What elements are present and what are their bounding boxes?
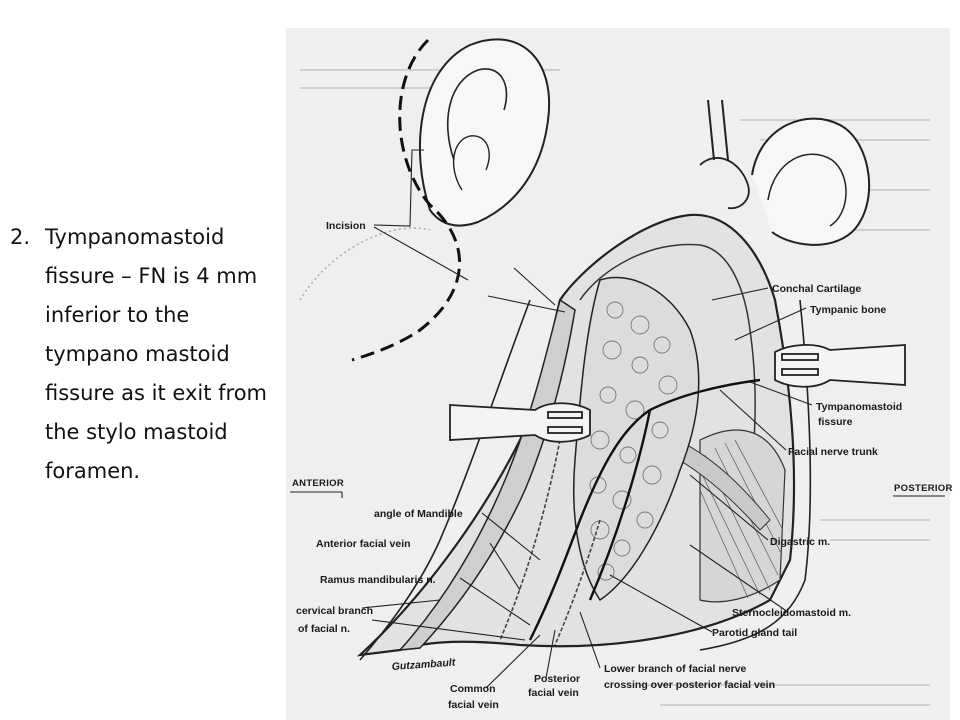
label-tympanic-bone: Tympanic bone (810, 304, 886, 316)
label-common: Common (450, 683, 496, 695)
label-incision: Incision (326, 220, 366, 232)
label-sternocleidomastoid: Sternocleidomastoid m. (732, 607, 851, 619)
label-cervical-branch: cervical branch (296, 605, 373, 617)
label-facial-nerve-trunk: Facial nerve trunk (788, 446, 878, 458)
ear-illustration (418, 38, 551, 227)
label-posterior: POSTERIOR (894, 483, 953, 494)
label-anterior: ANTERIOR (292, 478, 344, 489)
label-lower-branch-1: Lower branch of facial nerve (604, 663, 747, 675)
caption-text: Tympanomastoid fissure – FN is 4 mm infe… (45, 225, 268, 483)
label-conchal-cartilage: Conchal Cartilage (772, 283, 861, 295)
retractor-left[interactable] (449, 402, 591, 443)
artist-signature: Gutzambault (391, 657, 456, 673)
label-facial-vein: facial vein (448, 699, 499, 711)
leader-lines (290, 149, 945, 689)
label-angle-of-mandible: angle of Mandible (374, 508, 463, 520)
label-anterior-facial-vein: Anterior facial vein (316, 538, 411, 550)
caption-list: 2. Tympanomastoid fissure – FN is 4 mm in… (10, 218, 286, 491)
sternocleidomastoid-muscle (699, 429, 786, 603)
label-digastric: Digastric m. (770, 536, 830, 548)
label-posterior-facial-vein-1: Posterior (534, 673, 580, 685)
retracted-auricle (699, 99, 871, 246)
caption-number: 2. (10, 225, 31, 249)
facial-veins (499, 439, 601, 646)
face-contour (299, 227, 431, 301)
label-of-facial-n: of facial n. (298, 623, 350, 635)
incision-line (351, 38, 462, 362)
label-ramus-mandibularis: Ramus mandibularis n. (320, 574, 436, 586)
caption-item: 2. Tympanomastoid fissure – FN is 4 mm in… (10, 218, 286, 491)
label-tympanomastoid: Tympanomastoid (816, 401, 902, 413)
label-fissure: fissure (818, 416, 853, 428)
label-parotid-gland-tail: Parotid gland tail (712, 627, 797, 639)
label-lower-branch-2: crossing over posterior facial vein (604, 679, 775, 691)
retractor-right[interactable] (774, 344, 906, 388)
label-posterior-facial-vein-2: facial vein (528, 687, 579, 699)
facial-nerve (528, 378, 761, 641)
